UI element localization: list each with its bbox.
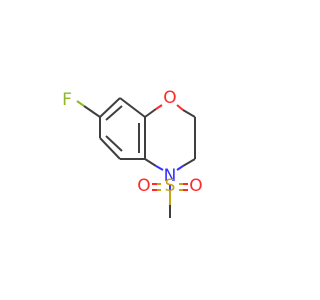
bond-c8-c8a-inner [105,105,123,121]
bond-c8-c8a [99,97,121,118]
atom-sulfur: S [165,176,176,196]
atom-fluorine: F [62,90,72,110]
bond-n-c4a [144,158,157,167]
bond-c8a-o [144,108,157,118]
bond-c8a-o-hetero [155,104,163,110]
bond-n-c4a-hetero [155,165,164,171]
bond-c7-f-hetero [76,100,85,107]
bond-c8a-c8 [119,97,146,118]
bond-c6-c5-inner [105,135,123,152]
bond-c3-n-hetero [176,165,184,171]
bond-c7-f [83,105,101,118]
atom-ring-oxygen: O [163,88,176,108]
atom-sulfonyl-oxygen-right: O [189,176,202,196]
molecule-structure: F O N S O O [62,88,203,218]
bond-o-c2-hetero [176,104,184,111]
bond-c6-c5 [99,137,121,160]
bond-c3-n [182,158,196,167]
atom-sulfonyl-oxygen-left: O [137,176,150,196]
bonds [76,97,196,218]
bond-o-c2 [182,109,196,118]
atom-ring-nitrogen: N [164,166,177,186]
atom-labels: F O N S O O [62,88,203,196]
